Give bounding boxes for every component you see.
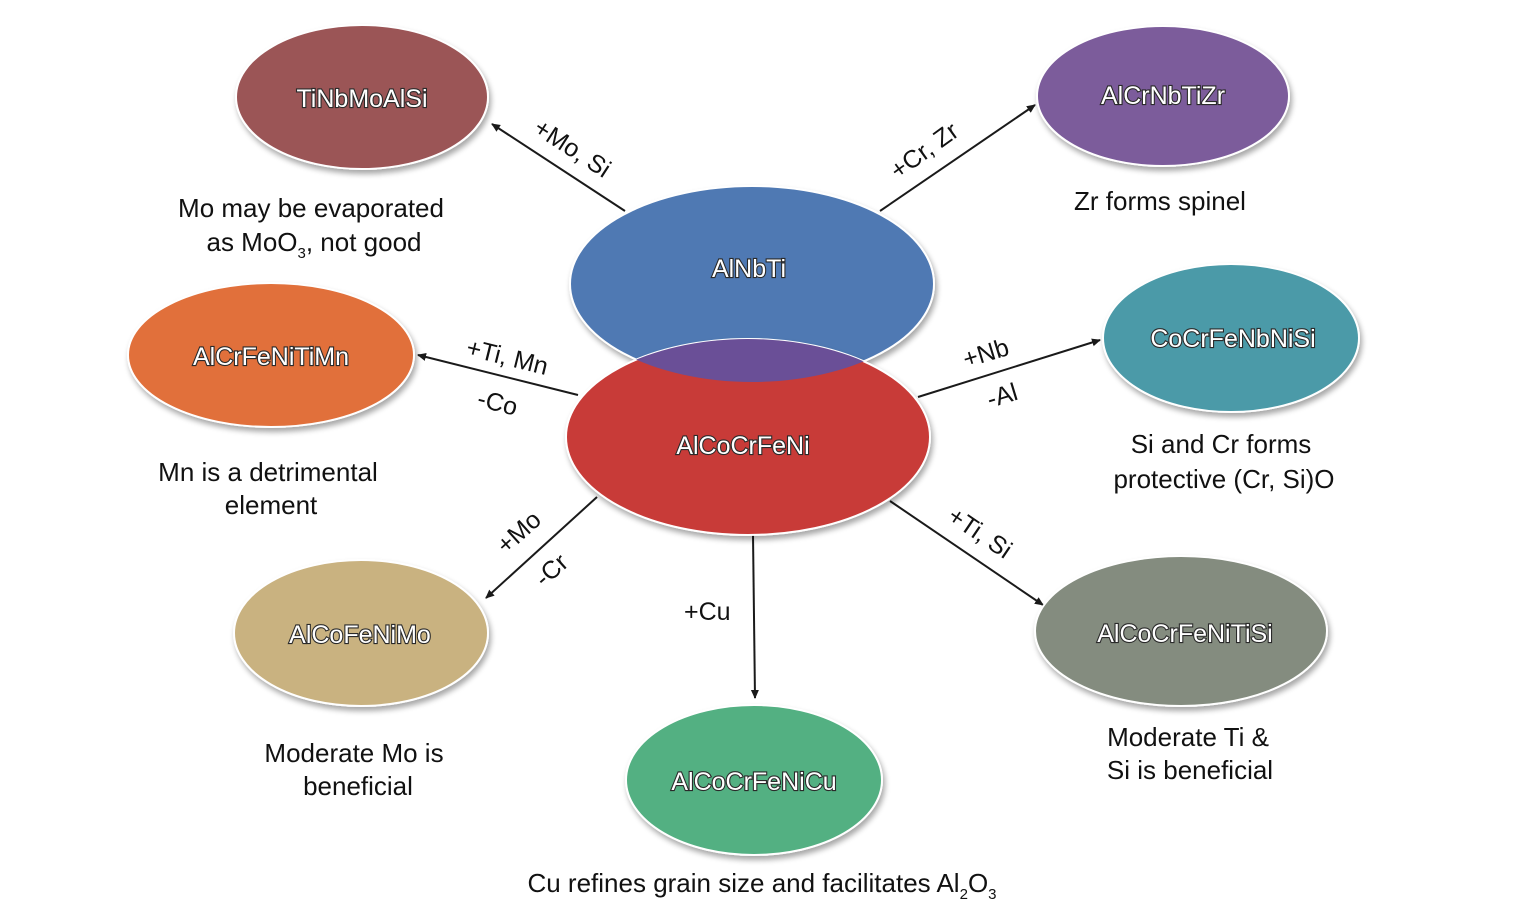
edge-label-mo-si: +Mo, Si: [529, 114, 616, 184]
node-alcrfenitimn: [127, 282, 415, 428]
note-alcocrfenicu-sub1: 2: [960, 886, 968, 903]
note-alcofenimo-line1: Moderate Mo is: [264, 738, 443, 768]
note-tinbmoalsi-line1: Mo may be evaporated: [178, 193, 444, 223]
note-alcocrfenitisi-line2: Si is beneficial: [1107, 755, 1273, 785]
ellipse-cocrfenbnisi: [1102, 263, 1360, 413]
note-alcrnbtizr: Zr forms spinel: [1074, 186, 1246, 216]
arrow-to-alcofenimo: [485, 496, 598, 599]
edge-label-ti-si: +Ti, Si: [943, 502, 1017, 565]
edge-label-cr-zr: +Cr, Zr: [885, 117, 964, 185]
label-alnbti: AlNbTi: [712, 255, 786, 283]
ellipse-alcrnbtizr: [1036, 25, 1290, 167]
arrow-to-alcocrfenicu: [750, 534, 759, 699]
note-tinbmoalsi-post: , not good: [306, 227, 422, 257]
arrows: [417, 104, 1101, 699]
edge-label-minus-cr: -Cr: [529, 548, 574, 592]
note-alcocrfenicu-pre: Cu refines grain size and facilitates Al: [527, 868, 959, 898]
note-alcocrfenicu-sub2: 3: [988, 886, 996, 903]
ellipse-alcrfenitimn: [127, 282, 415, 428]
ellipse-alcocrfenitisi: [1034, 555, 1328, 707]
label-alcocrfenicu: AlCoCrFeNiCu: [671, 768, 836, 796]
note-alcofenimo-line2: beneficial: [303, 771, 413, 801]
edge-label-minus-co: -Co: [475, 385, 521, 422]
node-tinbmoalsi: [235, 24, 489, 170]
ellipse-alcocrfenicu: [625, 704, 883, 856]
label-alcofenimo: AlCoFeNiMo: [289, 621, 431, 649]
ellipse-tinbmoalsi: [235, 24, 489, 170]
arrow-to-alcrfenitimn: [417, 353, 579, 396]
label-alcrfenitimn: AlCrFeNiTiMn: [193, 343, 349, 371]
note-cocrfenbnisi-line2: protective (Cr, Si)O: [1113, 464, 1334, 494]
edge-label-nb: +Nb: [960, 333, 1013, 373]
note-alcrfenitimn-line2: element: [225, 490, 318, 520]
node-cocrfenbnisi: [1102, 263, 1360, 413]
label-alcocrfenitisi: AlCoCrFeNiTiSi: [1097, 620, 1272, 648]
note-tinbmoalsi-line2: as MoO3, not good: [206, 227, 421, 262]
node-alcocrfenicu: [625, 704, 883, 856]
note-alcocrfenitisi-line1: Moderate Ti &: [1107, 722, 1269, 752]
arrow-to-alcrnbtizr: [879, 104, 1036, 212]
edge-label-minus-al: -Al: [984, 378, 1021, 414]
note-alcrfenitimn-line1: Mn is a detrimental: [158, 457, 378, 487]
note-cocrfenbnisi-line1: Si and Cr forms: [1131, 429, 1312, 459]
node-alcrnbtizr: [1036, 25, 1290, 167]
ellipse-alcofenimo: [233, 559, 489, 707]
note-alcocrfenicu-mid: O: [968, 868, 988, 898]
arrow-to-alcocrfenitisi: [889, 500, 1044, 606]
label-cocrfenbnisi: CoCrFeNbNiSi: [1150, 325, 1315, 353]
arrow-to-cocrfenbnisi: [917, 338, 1101, 398]
node-alcocrfenitisi: [1034, 555, 1328, 707]
label-alcocrfeni: AlCoCrFeNi: [676, 432, 809, 460]
note-alcocrfenicu: Cu refines grain size and facilitates Al…: [527, 868, 996, 903]
arrow-to-tinbmoalsi: [491, 123, 626, 212]
note-tinbmoalsi-pre: as MoO: [206, 227, 297, 257]
label-alcrnbtizr: AlCrNbTiZr: [1101, 82, 1225, 110]
edge-label-cu: +Cu: [684, 598, 731, 626]
node-alcofenimo: [233, 559, 489, 707]
edge-label-ti-mn: +Ti, Mn: [464, 334, 551, 381]
label-tinbmoalsi: TiNbMoAlSi: [296, 85, 427, 113]
note-tinbmoalsi-sub: 3: [298, 245, 306, 262]
